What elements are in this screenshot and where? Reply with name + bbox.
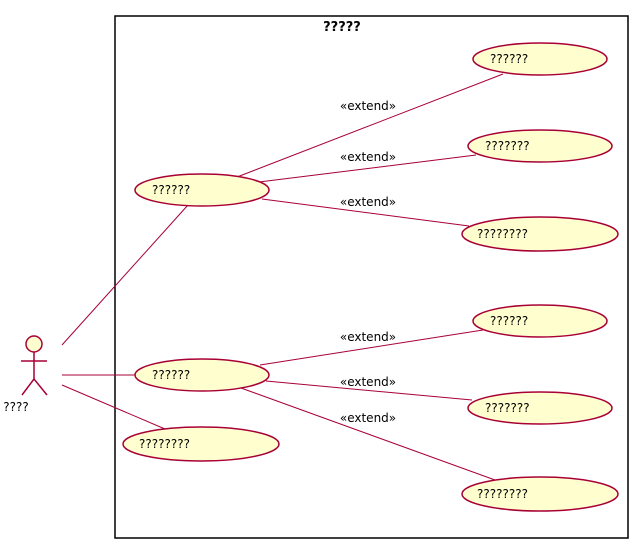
system-boundary (114, 15, 629, 539)
extend-line-b2 (265, 380, 473, 401)
use-case-b-extension-1-label: ?????? (490, 314, 528, 328)
actor[interactable]: ???? (3, 335, 48, 414)
use-case-b-extension-3[interactable]: ???????? (461, 476, 619, 512)
extend-label-a3: «extend» (340, 195, 396, 209)
use-case-b[interactable]: ?????? (134, 358, 270, 392)
use-case-a-extension-3[interactable]: ???????? (461, 216, 619, 252)
extend-line-a1 (236, 73, 504, 178)
extend-label-b1: «extend» (340, 330, 396, 344)
use-case-c-label: ???????? (139, 437, 190, 451)
use-case-a-extension-2[interactable]: ??????? (467, 129, 613, 163)
use-case-b-extension-2-label: ??????? (485, 401, 530, 415)
use-case-a-label: ?????? (152, 183, 190, 197)
use-case-b-extension-2[interactable]: ??????? (467, 391, 613, 425)
extend-relations (236, 73, 504, 481)
use-case-a-extension-1[interactable]: ?????? (472, 42, 608, 76)
extend-label-a1: «extend» (340, 99, 396, 113)
extend-line-a2 (258, 154, 477, 183)
stick-figure-actor-icon (21, 335, 48, 396)
system-title: ????? (323, 20, 361, 35)
extend-label-a2: «extend» (340, 150, 396, 164)
use-case-b-extension-3-label: ???????? (477, 487, 528, 501)
extend-line-b1 (259, 329, 484, 366)
use-case-a-extension-3-label: ???????? (477, 227, 528, 241)
use-case-a-extension-2-label: ??????? (485, 139, 530, 153)
extend-line-b3 (240, 387, 496, 481)
use-case-a-extension-1-label: ?????? (490, 52, 528, 66)
use-case-a[interactable]: ?????? (134, 173, 270, 207)
use-case-b-extension-1[interactable]: ?????? (472, 304, 608, 338)
associations (61, 204, 189, 430)
association-actor-uc-a (61, 204, 189, 346)
extend-line-a3 (261, 198, 470, 227)
association-actor-uc-c (61, 384, 166, 430)
use-case-b-label: ?????? (152, 368, 190, 382)
extend-label-b3: «extend» (340, 411, 396, 425)
use-case-c[interactable]: ???????? (122, 426, 280, 462)
actor-name: ???? (3, 400, 28, 414)
extend-label-b2: «extend» (340, 375, 396, 389)
